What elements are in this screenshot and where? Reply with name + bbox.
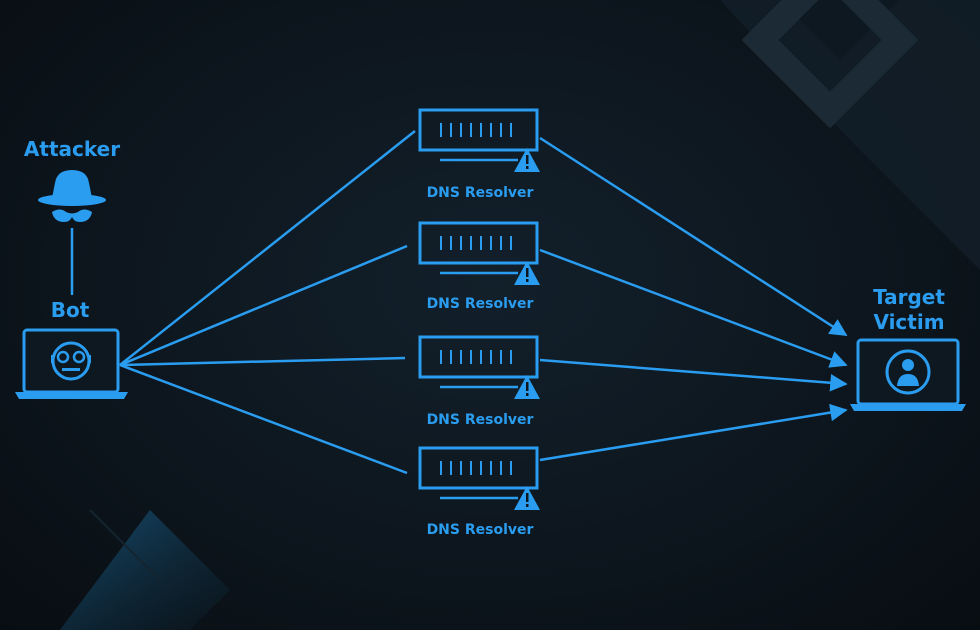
user-laptop-icon xyxy=(850,338,966,411)
resolver-4 xyxy=(418,446,540,510)
arrow-resolver-4-target xyxy=(539,403,848,462)
warning-triangle-icon xyxy=(514,375,540,399)
line-bot-resolver-2 xyxy=(119,244,408,367)
target-label-line1: Target xyxy=(873,285,945,309)
resolver-3-label: DNS Resolver xyxy=(426,412,534,428)
warning-triangle-icon xyxy=(514,261,540,285)
resolver-2-label: DNS Resolver xyxy=(426,296,534,312)
arrow-resolver-3-target xyxy=(539,358,848,392)
resolver-4-label: DNS Resolver xyxy=(426,522,534,538)
arrow-resolver-2-target xyxy=(539,248,848,368)
arrow-resolver-1-target xyxy=(539,136,848,337)
resolver-to-target-arrows xyxy=(539,136,848,462)
hat-spy-icon xyxy=(38,170,106,295)
warning-triangle-icon xyxy=(514,148,540,172)
bot-to-resolver-lines xyxy=(119,130,416,475)
server-rack-icon xyxy=(418,108,539,152)
line-bot-resolver-1 xyxy=(119,130,416,366)
resolver-1 xyxy=(418,108,540,172)
background-decoration xyxy=(60,0,980,630)
server-rack-icon xyxy=(418,221,539,265)
bot-label: Bot xyxy=(50,298,90,322)
resolver-2 xyxy=(418,221,540,285)
server-rack-icon xyxy=(418,335,539,379)
server-rack-icon xyxy=(418,446,539,490)
robot-laptop-icon xyxy=(15,328,128,399)
warning-triangle-icon xyxy=(514,486,540,510)
target-label-line2: Victim xyxy=(873,310,945,334)
resolver-3 xyxy=(418,335,540,399)
resolver-1-label: DNS Resolver xyxy=(426,185,534,201)
line-bot-resolver-3 xyxy=(119,356,406,367)
attacker-label: Attacker xyxy=(23,137,121,161)
line-bot-resolver-4 xyxy=(119,363,408,475)
